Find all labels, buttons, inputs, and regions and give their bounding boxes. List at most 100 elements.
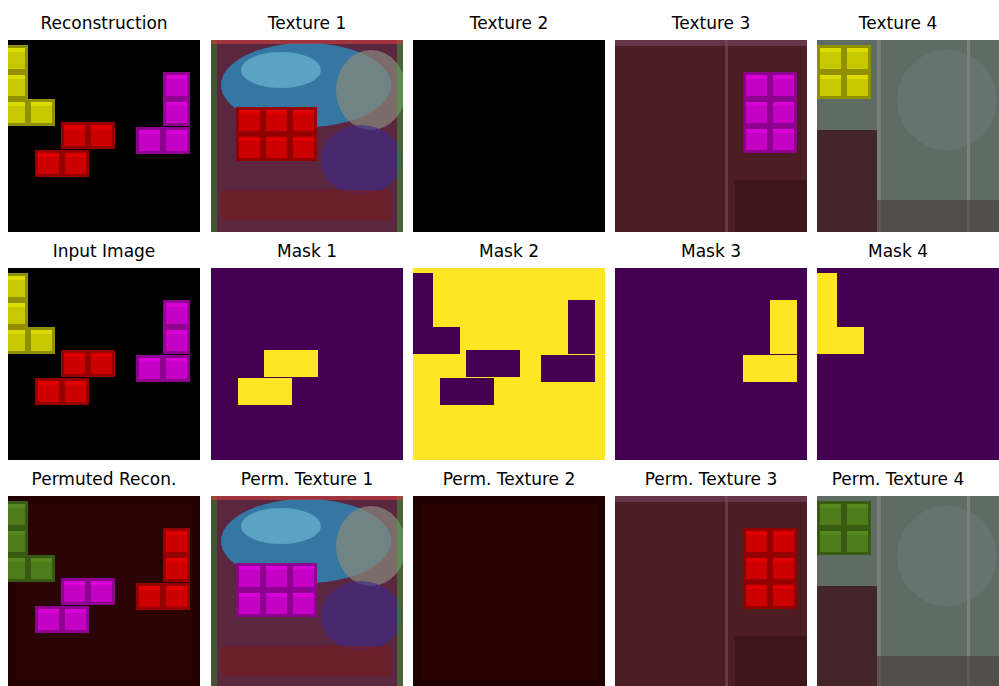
texture-blob xyxy=(336,506,403,586)
block-face xyxy=(773,558,794,579)
block-face xyxy=(773,129,794,150)
texture-band xyxy=(725,40,728,232)
block-face xyxy=(38,609,59,630)
block-cell xyxy=(290,134,317,161)
block-face xyxy=(293,566,314,587)
block-cell xyxy=(770,528,797,555)
image-panel xyxy=(211,496,406,686)
block-cell xyxy=(433,327,460,354)
block-cell xyxy=(770,300,797,327)
block-highlight xyxy=(65,153,86,157)
block-highlight xyxy=(8,303,25,307)
panel-image xyxy=(413,496,605,686)
block-cell xyxy=(837,327,864,354)
block-highlight xyxy=(8,276,25,280)
block-highlight xyxy=(847,504,868,508)
panel-image xyxy=(817,40,999,232)
panel-title: Texture 4 xyxy=(799,12,997,34)
block-face xyxy=(166,330,187,351)
block-face xyxy=(166,586,187,607)
image-panel xyxy=(413,40,605,232)
block-highlight xyxy=(31,330,52,334)
block-face xyxy=(65,609,86,630)
block-face xyxy=(166,531,187,552)
panel-node: Permuted Recon. xyxy=(5,468,203,686)
texture-band xyxy=(16,504,192,680)
block-cell xyxy=(8,45,28,72)
block-face xyxy=(8,531,25,552)
block-highlight xyxy=(773,585,794,589)
block-cell xyxy=(770,555,797,582)
block-face xyxy=(8,303,25,324)
block-face xyxy=(820,504,841,525)
block-face xyxy=(8,75,25,96)
block-face xyxy=(166,303,187,324)
panel-node: Texture 1 xyxy=(208,12,406,232)
block-highlight xyxy=(166,586,187,590)
block-highlight xyxy=(266,137,287,141)
block-highlight xyxy=(139,586,160,590)
block-cell xyxy=(8,501,28,528)
texture-band xyxy=(877,656,999,686)
block-highlight xyxy=(166,303,187,307)
block-cell xyxy=(290,590,317,617)
block-face xyxy=(38,381,59,402)
block-cell xyxy=(62,378,89,405)
block-highlight xyxy=(64,125,85,129)
block-cell xyxy=(743,582,770,609)
texture-band xyxy=(211,496,403,500)
block-highlight xyxy=(139,358,160,362)
block-highlight xyxy=(293,110,314,114)
texture-band xyxy=(221,190,391,220)
texture-blob xyxy=(241,52,321,88)
texture-blob xyxy=(336,50,403,130)
block-face xyxy=(91,581,112,602)
panel-ground xyxy=(615,496,807,686)
block-face xyxy=(293,593,314,614)
block-face xyxy=(746,129,767,150)
block-highlight xyxy=(239,110,260,114)
block-face xyxy=(64,125,85,146)
texture-band xyxy=(877,200,999,232)
block-face xyxy=(38,153,59,174)
block-cell xyxy=(88,350,115,377)
block-face xyxy=(746,585,767,606)
block-cell xyxy=(8,327,28,354)
block-highlight xyxy=(166,531,187,535)
block-face xyxy=(293,110,314,131)
block-highlight xyxy=(239,137,260,141)
block-face xyxy=(266,593,287,614)
block-face xyxy=(91,125,112,146)
block-cell xyxy=(493,350,520,377)
block-cell xyxy=(163,528,190,555)
block-cell xyxy=(743,99,770,126)
block-cell xyxy=(8,273,28,300)
panel-title: Mask 3 xyxy=(612,240,810,262)
block-highlight xyxy=(91,353,112,357)
texture-band xyxy=(421,504,597,680)
block-face xyxy=(746,75,767,96)
block-face xyxy=(139,586,160,607)
block-cell xyxy=(263,590,290,617)
block-cell xyxy=(844,501,871,528)
panel-node: Texture 2 xyxy=(410,12,608,232)
block-face xyxy=(820,531,841,552)
block-face xyxy=(746,102,767,123)
block-cell xyxy=(163,127,190,154)
panel-ground xyxy=(817,268,999,460)
block-face xyxy=(8,102,25,123)
image-panel xyxy=(413,496,605,686)
image-panel xyxy=(817,496,999,686)
image-panel xyxy=(810,268,999,460)
panel-title: Reconstruction xyxy=(5,12,203,34)
panel-image xyxy=(211,268,403,460)
block-cell xyxy=(817,300,837,327)
block-highlight xyxy=(8,330,25,334)
block-cell xyxy=(770,327,797,354)
panel-title: Texture 2 xyxy=(410,12,608,34)
block-cell xyxy=(236,134,263,161)
block-cell xyxy=(35,150,62,177)
block-cell xyxy=(61,350,88,377)
block-highlight xyxy=(820,48,841,52)
block-highlight xyxy=(266,110,287,114)
